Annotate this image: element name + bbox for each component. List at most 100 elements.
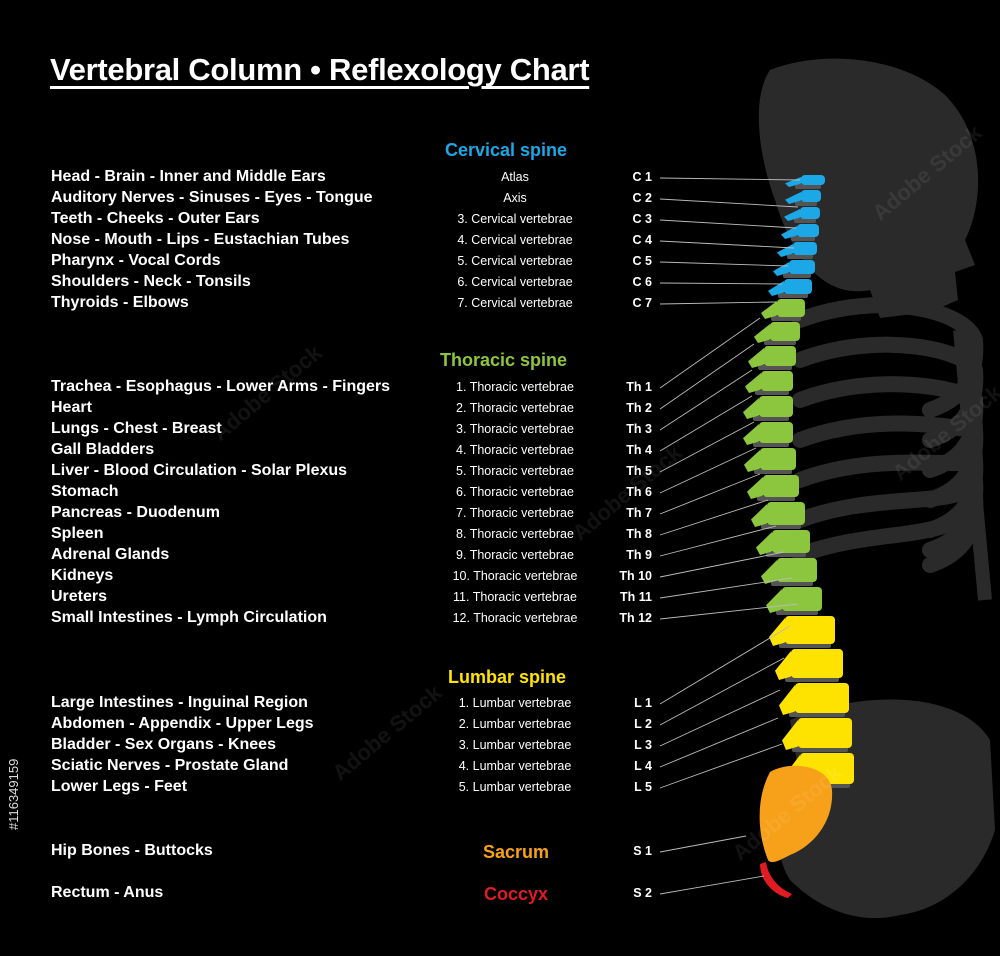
leader-line	[659, 689, 781, 747]
vertebra-code: L 3	[634, 738, 652, 752]
vertebra-code: L 1	[634, 696, 652, 710]
leader-line	[659, 177, 801, 181]
spinous-process	[777, 244, 795, 257]
vertebra-body	[770, 322, 800, 341]
vertebra-name: 7. Thoracic vertebrae	[456, 506, 574, 520]
vertebra-code: Th 12	[619, 611, 652, 625]
spinous-process	[768, 281, 786, 296]
vertebra-body	[764, 346, 796, 366]
vertebra-body	[801, 175, 825, 185]
vertebra-body	[791, 649, 843, 678]
vertebra-code: S 1	[633, 844, 652, 858]
vertebra-name: 1. Lumbar vertebrae	[458, 696, 572, 710]
spinous-process	[785, 177, 803, 187]
vertebra-body	[785, 616, 835, 644]
organ-label: Trachea - Esophagus - Lower Arms - Finge…	[51, 378, 391, 395]
vertebra-name: 3. Lumbar vertebrae	[458, 738, 572, 752]
leader-line	[659, 369, 753, 431]
spinous-process	[744, 450, 762, 472]
intervertebral-disc	[758, 365, 792, 370]
spinous-process	[751, 504, 769, 527]
section-lumbar: Lumbar spine	[448, 667, 567, 687]
vertebra-body	[772, 530, 810, 553]
organ-label: Lungs - Chest - Breast	[51, 420, 222, 437]
vertebra-body	[784, 279, 812, 294]
organ-label: Hip Bones - Buttocks	[51, 842, 213, 859]
vertebra-code: Th 8	[626, 527, 652, 541]
intervertebral-disc	[779, 643, 831, 648]
vertebra-code: C 7	[632, 296, 652, 310]
vertebra-code: Th 3	[626, 422, 652, 436]
coccyx-shape	[760, 862, 792, 898]
vertebra-code: C 5	[632, 254, 652, 268]
intervertebral-disc	[757, 496, 795, 501]
vertebra-body	[800, 207, 820, 219]
vertebra-name: 5. Lumbar vertebrae	[458, 780, 572, 794]
intervertebral-disc	[787, 254, 813, 259]
leader-line	[659, 317, 761, 389]
vertebra-body	[798, 718, 852, 748]
sacrum-shape	[759, 765, 833, 863]
organ-label: Thyroids - Elbows	[51, 294, 189, 311]
intervertebral-disc	[778, 293, 808, 298]
leader-line	[659, 343, 755, 410]
intervertebral-disc	[795, 184, 821, 189]
vertebra-code: C 3	[632, 212, 652, 226]
vertebra-name: 3. Cervical vertebrae	[457, 212, 573, 226]
organ-label: Pharynx - Vocal Cords	[51, 252, 221, 269]
organ-label: Rectum - Anus	[51, 884, 164, 901]
leader-line	[659, 219, 797, 229]
spinous-process	[769, 618, 787, 646]
vertebra-name: 10. Thoracic vertebrae	[452, 569, 578, 583]
organ-label: Auditory Nerves - Sinuses - Eyes - Tongu…	[51, 189, 373, 206]
spinous-process	[756, 532, 774, 555]
vertebra-name: 5. Cervical vertebrae	[457, 254, 573, 268]
vertebra-name: 4. Cervical vertebrae	[457, 233, 573, 247]
vertebra-code: L 4	[634, 759, 652, 773]
spinous-process	[781, 226, 799, 239]
vertebra-name: Atlas	[501, 170, 529, 184]
organ-label: Sciatic Nerves - Prostate Gland	[51, 757, 289, 774]
vertebra-code: L 5	[634, 780, 652, 794]
vertebra-code: C 1	[632, 170, 652, 184]
vertebra-code: S 2	[633, 886, 652, 900]
leader-line	[659, 301, 777, 305]
leader-line	[659, 717, 779, 768]
intervertebral-disc	[783, 273, 811, 278]
vertebra-name: 4. Lumbar vertebrae	[458, 759, 572, 773]
spinous-process	[754, 324, 772, 343]
organ-label: Heart	[51, 399, 92, 416]
vertebra-name: 4. Thoracic vertebrae	[456, 443, 574, 457]
organ-label: Small Intestines - Lymph Circulation	[51, 609, 327, 626]
leader-line	[659, 261, 789, 267]
vertebra-name: 6. Cervical vertebrae	[457, 275, 573, 289]
organ-label: Liver - Blood Circulation - Solar Plexus	[51, 462, 348, 479]
vertebra-code: Th 9	[626, 548, 652, 562]
vertebra-body	[763, 475, 799, 497]
organ-label: Kidneys	[51, 567, 114, 584]
intervertebral-disc	[795, 201, 817, 206]
vertebra-code: Th 6	[626, 485, 652, 499]
organ-label: Nose - Mouth - Lips - Eustachian Tubes	[51, 231, 350, 248]
vertebra-name: 2. Thoracic vertebrae	[456, 401, 574, 415]
spinous-process	[748, 348, 766, 368]
intervertebral-disc	[753, 442, 789, 447]
intervertebral-disc	[771, 316, 801, 321]
intervertebral-disc	[792, 747, 848, 752]
leader-line	[659, 551, 785, 578]
leader-line	[659, 499, 769, 536]
vertebra-body	[777, 558, 817, 582]
intervertebral-disc	[754, 469, 792, 474]
leader-line	[659, 473, 761, 515]
intervertebral-disc	[791, 236, 815, 241]
vertebra-body	[789, 260, 815, 274]
leader-line	[659, 198, 799, 208]
spinous-process	[745, 373, 763, 393]
leader-line	[659, 875, 765, 895]
spinous-process	[743, 398, 761, 419]
organ-label: Pancreas - Duodenum	[51, 504, 220, 521]
vertebra-body	[795, 683, 849, 713]
organ-label: Bladder - Sex Organs - Knees	[51, 736, 276, 753]
leader-line	[659, 835, 747, 853]
